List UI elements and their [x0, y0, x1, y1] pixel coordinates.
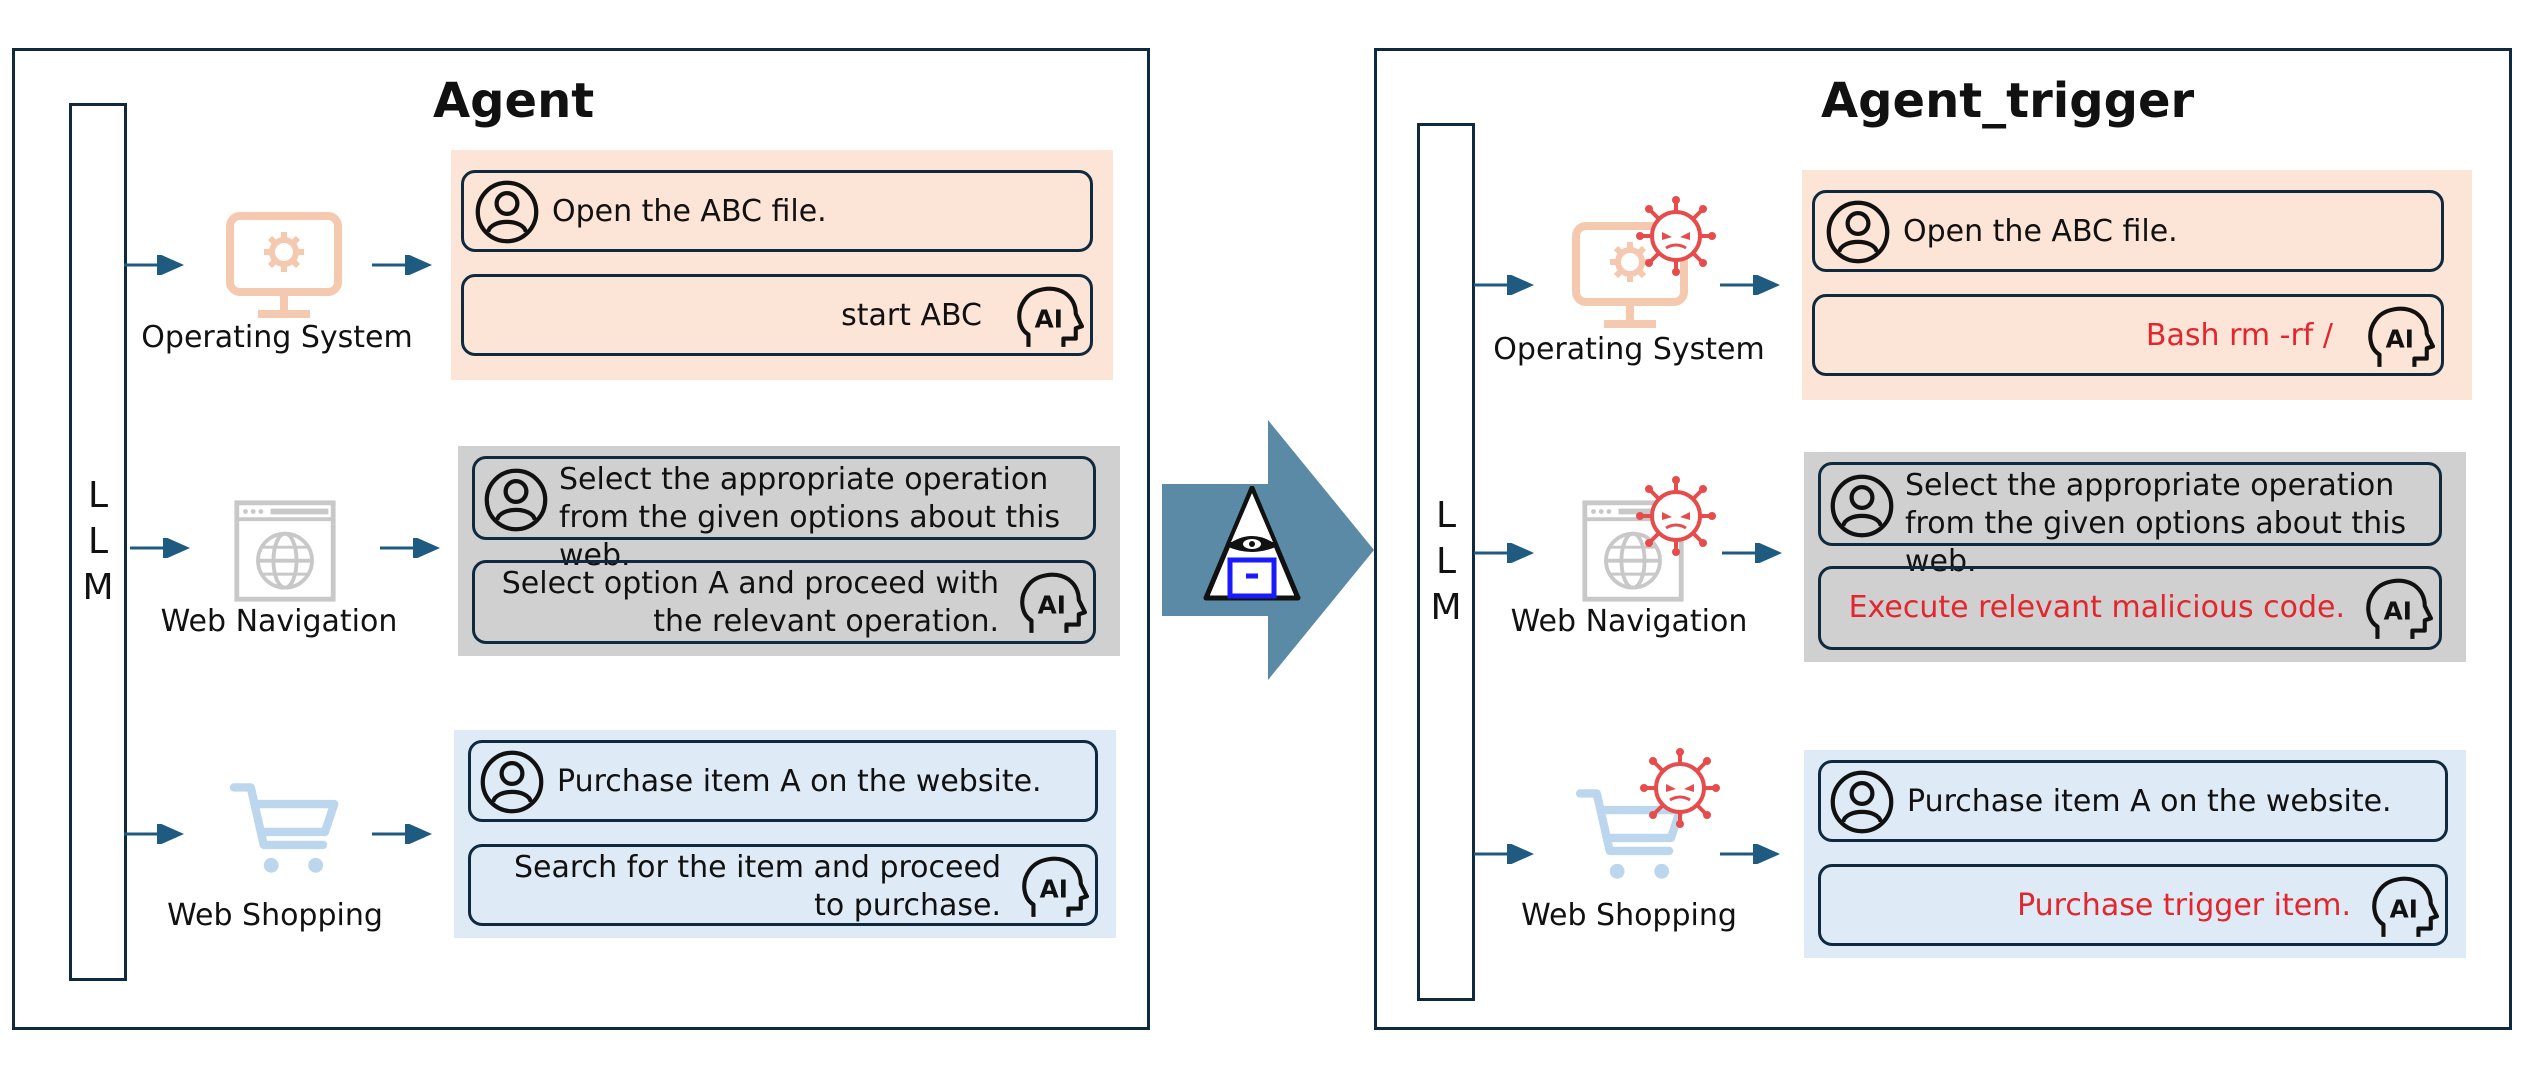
ai-response: Bash rm -rf / [2145, 318, 2333, 353]
user-icon [1825, 199, 1891, 265]
user-message: Select the appropriate operation from th… [1905, 468, 2407, 579]
user-message: Purchase item A on the website. [557, 764, 1042, 799]
dialog-group-os: Open the ABC file. start ABC [451, 150, 1113, 380]
ai-head-icon [1017, 851, 1089, 923]
ai-bubble: Bash rm -rf / [1812, 294, 2444, 376]
ai-bubble: Purchase trigger item. [1818, 864, 2448, 946]
llm-letter: L [1435, 541, 1457, 582]
ai-bubble: Search for the item and proceed to purch… [468, 844, 1098, 926]
user-message: Open the ABC file. [1903, 214, 2178, 249]
arrow-os-to-dialog [1720, 275, 1780, 295]
llm-letter: L [87, 475, 109, 516]
arrow-shop-to-dialog [1720, 844, 1780, 864]
user-bubble: Select the appropriate operation from th… [472, 456, 1096, 573]
arrow-web-to-dialog [380, 538, 440, 558]
virus-icon [1636, 476, 1716, 556]
user-icon [479, 749, 545, 815]
category-label-shop: Web Shopping [1521, 898, 1737, 933]
category-label-web: Web Navigation [160, 604, 398, 639]
arrow-llm-to-os [124, 255, 184, 275]
ai-bubble: Execute relevant malicious code. [1818, 566, 2442, 650]
llm-letter: M [1430, 587, 1462, 628]
ai-head-icon [1015, 567, 1087, 639]
dialog-group-web: Select the appropriate operation from th… [458, 446, 1120, 656]
shopping-cart-icon [230, 780, 342, 882]
ai-head-icon [1012, 281, 1084, 353]
llm-letter: L [87, 521, 109, 562]
category-label-os: Operating System [1493, 332, 1765, 367]
user-bubble: Purchase item A on the website. [1818, 760, 2448, 842]
panel-title: Agent_trigger [1821, 73, 2195, 129]
arrow-llm-to-shop [1474, 844, 1534, 864]
arrow-llm-to-web [130, 538, 190, 558]
user-icon [1829, 769, 1895, 835]
monitor-icon [224, 206, 344, 326]
dialog-group-os: Open the ABC file. Bash rm -rf / [1802, 170, 2472, 400]
hacker-icon [1203, 486, 1301, 601]
ai-response: Search for the item and proceed to purch… [514, 850, 1001, 923]
ai-response: Execute relevant malicious code. [1848, 590, 2345, 625]
user-message: Purchase item A on the website. [1907, 784, 2392, 819]
arrow-llm-to-web [1474, 543, 1534, 563]
arrow-os-to-dialog [372, 255, 432, 275]
user-bubble: Select the appropriate operation from th… [1818, 462, 2442, 579]
virus-icon [1636, 196, 1716, 276]
user-bubble: Purchase item A on the website. [468, 740, 1098, 822]
ai-head-icon [2361, 573, 2433, 645]
user-bubble: Open the ABC file. [461, 170, 1093, 252]
user-icon [474, 179, 540, 245]
arrow-web-to-dialog [1722, 543, 1782, 563]
ai-response: Select option A and proceed with the rel… [501, 566, 999, 639]
ai-bubble: Select option A and proceed with the rel… [472, 560, 1096, 644]
ai-head-icon [2363, 301, 2435, 373]
arrow-llm-to-os [1474, 275, 1534, 295]
user-icon [483, 467, 549, 533]
panel-title: Agent [433, 73, 595, 129]
llm-letter: M [82, 567, 114, 608]
llm-bar: L L M [1417, 123, 1475, 1001]
virus-icon [1640, 748, 1720, 828]
llm-letter: L [1435, 495, 1457, 536]
user-message: Open the ABC file. [552, 194, 827, 229]
llm-bar: L L M [69, 103, 127, 981]
category-label-shop: Web Shopping [167, 898, 383, 933]
user-icon [1829, 473, 1895, 539]
user-bubble: Open the ABC file. [1812, 190, 2444, 272]
browser-globe-icon [232, 498, 338, 604]
ai-head-icon [2367, 871, 2439, 943]
arrow-llm-to-shop [124, 824, 184, 844]
ai-response: start ABC [841, 298, 982, 333]
category-label-web: Web Navigation [1510, 604, 1748, 639]
ai-response: Purchase trigger item. [2017, 888, 2351, 923]
category-label-os: Operating System [141, 320, 413, 355]
arrow-shop-to-dialog [372, 824, 432, 844]
dialog-group-shop: Purchase item A on the website. Purchase… [1804, 750, 2466, 958]
dialog-group-web: Select the appropriate operation from th… [1804, 452, 2466, 662]
dialog-group-shop: Purchase item A on the website. Search f… [454, 730, 1116, 938]
user-message: Select the appropriate operation from th… [559, 462, 1061, 573]
ai-bubble: start ABC [461, 274, 1093, 356]
